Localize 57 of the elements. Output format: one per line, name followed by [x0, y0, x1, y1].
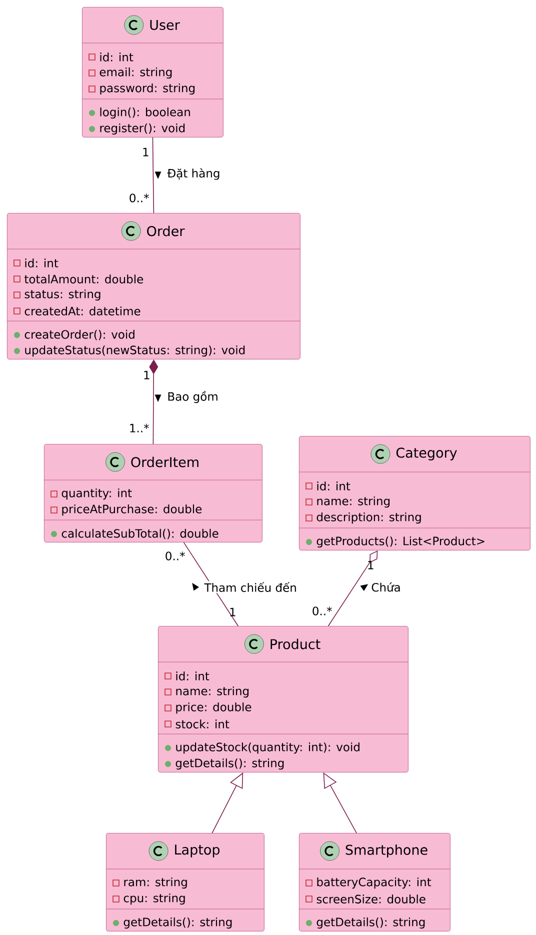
- attribute-text: totalAmount: double: [24, 274, 144, 284]
- class-box: [44, 444, 262, 542]
- method-text: updateStatus(newStatus: string): void: [25, 345, 245, 357]
- multiplicity-label: 0..*: [130, 194, 149, 202]
- class-name: OrderItem: [131, 456, 198, 468]
- method-text: getDetails(): string: [124, 917, 232, 929]
- attribute-text: id: int: [176, 672, 210, 680]
- attribute-text: id: int: [317, 482, 350, 490]
- class-box: [158, 626, 408, 772]
- multiplicity-label: 1: [368, 560, 374, 570]
- attribute-text: cpu: string: [124, 893, 185, 905]
- attribute-text: ram: string: [124, 877, 187, 889]
- method-text: login(): boolean: [100, 107, 190, 119]
- attribute-text: description: string: [316, 512, 421, 524]
- method-text: updateStock(quantity: int): void: [176, 742, 360, 754]
- attribute-text: createdAt: datetime: [24, 306, 140, 316]
- class-box: [106, 833, 264, 932]
- attribute-text: id: int: [25, 258, 58, 268]
- attribute-text: email: string: [100, 67, 172, 79]
- method-text: getDetails(): string: [176, 758, 284, 770]
- edge-label: Chứa: [370, 581, 402, 593]
- multiplicity-label: 0..*: [166, 552, 185, 560]
- attribute-text: status: string: [24, 289, 100, 301]
- edge-label: Bao gồm: [166, 390, 220, 404]
- attribute-text: name: string: [317, 496, 390, 508]
- class-name: Smartphone: [346, 844, 428, 858]
- class-name: Order: [147, 226, 185, 236]
- multiplicity-label: 1: [143, 148, 148, 156]
- method-text: register(): void: [100, 123, 185, 135]
- class-name: User: [150, 20, 180, 30]
- attribute-text: stock: int: [176, 720, 230, 728]
- multiplicity-label: 1: [144, 370, 150, 380]
- attribute-text: batteryCapacity: int: [317, 877, 432, 889]
- attribute-text: password: string: [100, 83, 195, 95]
- class-name: Product: [270, 638, 320, 650]
- class-box: [6, 213, 300, 360]
- multiplicity-label: 1: [230, 608, 236, 616]
- attribute-text: screenSize: double: [316, 894, 426, 904]
- method-text: calculateSubTotal(): double: [62, 528, 218, 540]
- method-text: getProducts(): List<Product>: [316, 536, 484, 548]
- multiplicity-label: 0..*: [312, 606, 332, 616]
- class-box: [298, 436, 530, 550]
- class-name: Category: [396, 448, 457, 460]
- multiplicity-label: 1..*: [130, 424, 149, 432]
- method-text: createOrder(): void: [24, 330, 134, 340]
- edge-label: Tham chiếu đến: [203, 581, 298, 593]
- attribute-text: priceAtPurchase: double: [62, 504, 202, 516]
- edge-label: Đặt hàng: [166, 167, 222, 181]
- attribute-text: quantity: int: [62, 488, 132, 500]
- attribute-text: price: double: [176, 702, 252, 714]
- attribute-text: id: int: [100, 52, 134, 62]
- class-name: Laptop: [175, 844, 220, 858]
- class-box: [298, 833, 450, 932]
- attribute-text: name: string: [176, 686, 249, 698]
- class-box: [82, 7, 224, 138]
- method-text: getDetails(): string: [316, 917, 425, 929]
- association-line: [152, 137, 154, 214]
